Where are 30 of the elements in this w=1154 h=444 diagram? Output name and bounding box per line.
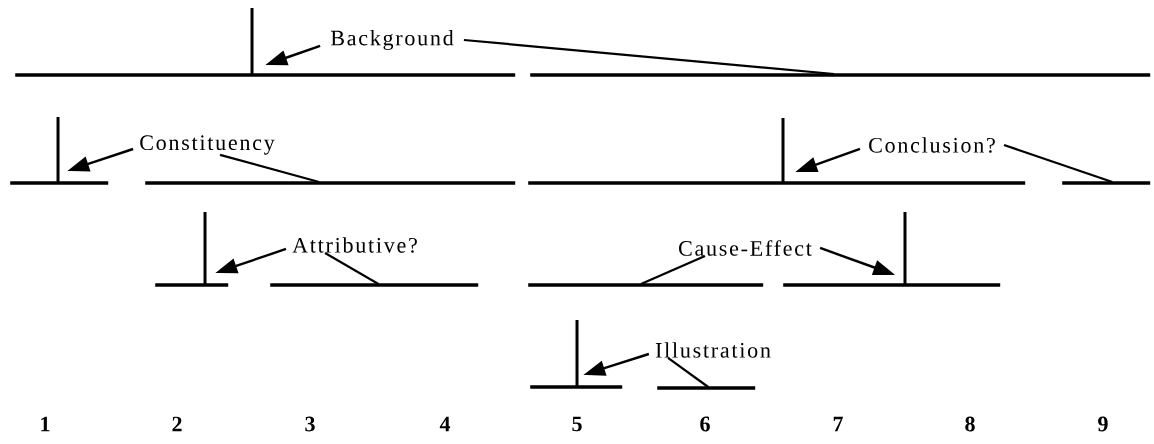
- relation-label: Attributive?: [292, 237, 417, 253]
- span-bar: [270, 283, 479, 287]
- relation-label: Cause-Effect: [679, 240, 812, 256]
- leader-line: [1003, 143, 1113, 184]
- span-bar: [530, 320, 623, 389]
- span-bar: [155, 212, 229, 287]
- position-number: 1: [41, 416, 50, 432]
- leader-line: [324, 252, 379, 285]
- span-bar: [530, 73, 1151, 77]
- leader-line: [640, 255, 706, 285]
- relation-label: Illustration: [655, 342, 771, 358]
- position-number: 9: [1098, 416, 1108, 432]
- leader-line: [219, 153, 320, 184]
- leader-line: [667, 357, 709, 388]
- position-number: 4: [439, 416, 451, 432]
- span-bar: [10, 117, 109, 185]
- span-bar: [1062, 181, 1151, 185]
- position-number: 8: [965, 416, 975, 432]
- position-number: 7: [833, 416, 843, 432]
- span-bar: [528, 283, 764, 287]
- span-bar: [528, 118, 1026, 185]
- position-number: 3: [305, 416, 315, 432]
- span-bar: [15, 8, 516, 77]
- span-bar: [145, 181, 516, 185]
- position-number: 2: [172, 416, 182, 432]
- span-bar: [657, 386, 756, 390]
- position-number: 6: [700, 416, 710, 432]
- relation-label: Constituency: [140, 135, 275, 155]
- position-number: 5: [572, 416, 582, 432]
- leader-line: [463, 38, 835, 76]
